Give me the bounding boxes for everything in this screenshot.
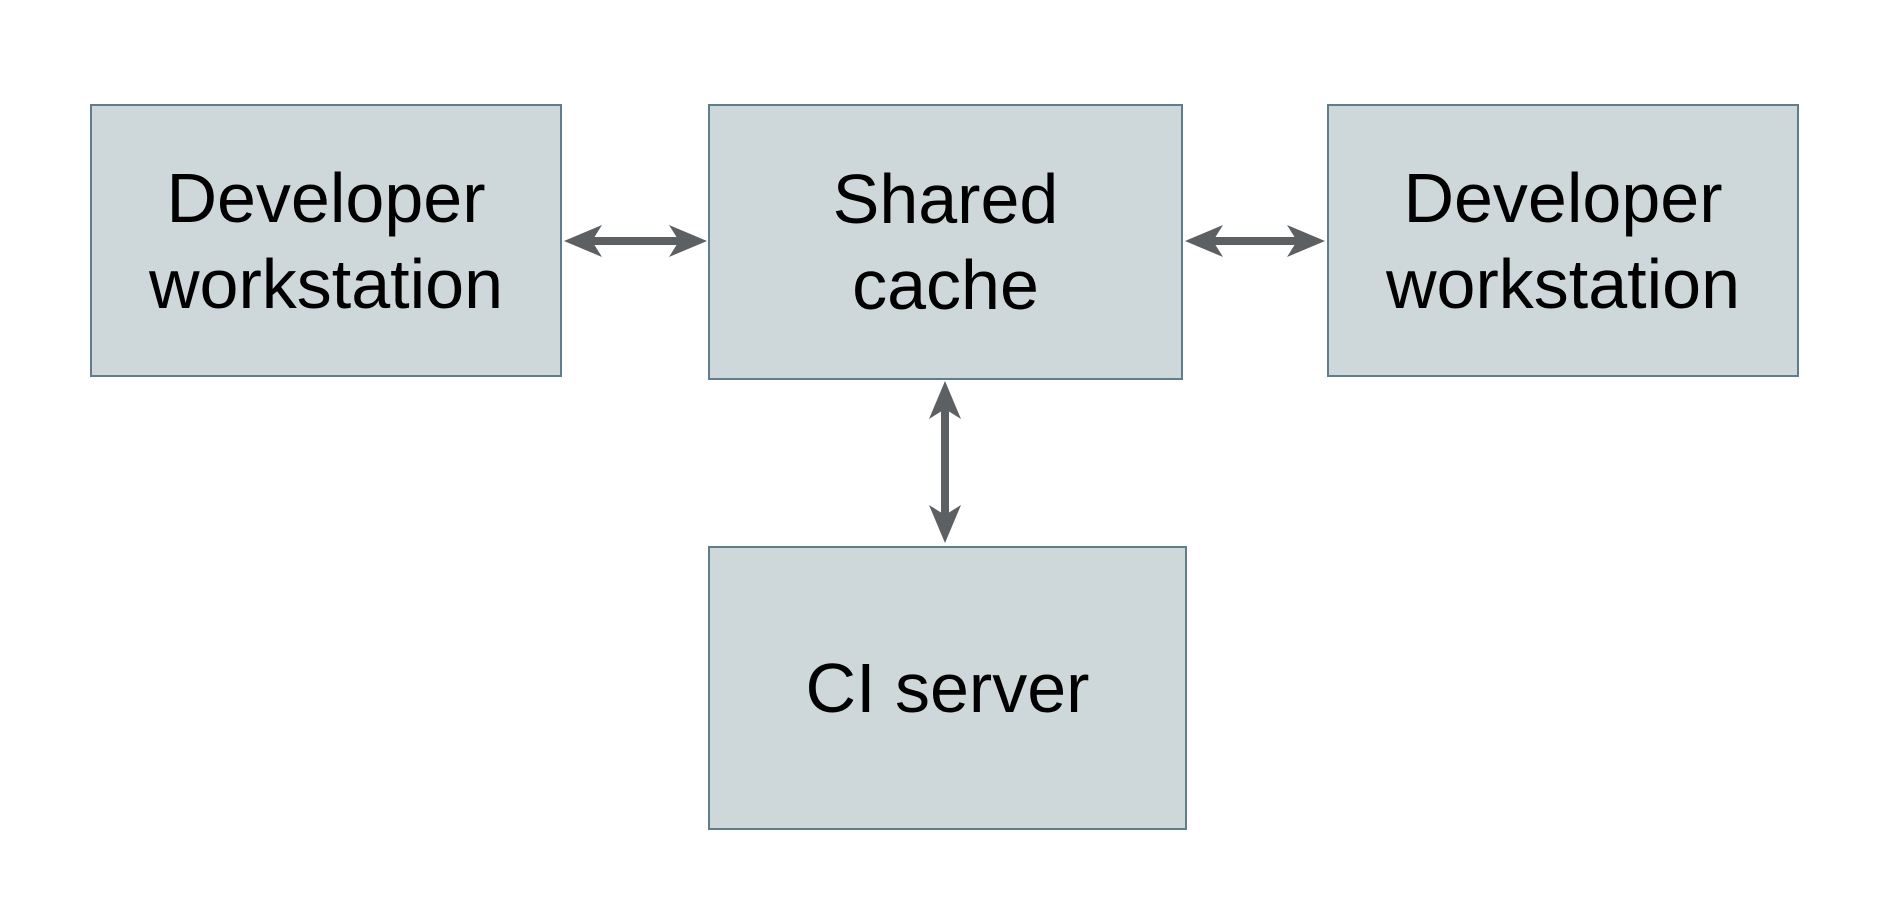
node-developer-workstation-left: Developer workstation	[90, 104, 562, 377]
node-label-shared-cache: Shared cache	[832, 160, 1059, 324]
node-developer-workstation-right: Developer workstation	[1327, 104, 1799, 377]
arrow-devleft-cache	[564, 225, 707, 257]
arrow-cache-ciserver	[929, 381, 961, 543]
node-label-developer-workstation-left: Developer workstation	[148, 158, 504, 323]
node-shared-cache: Shared cache	[708, 104, 1183, 380]
node-label-developer-workstation-right: Developer workstation	[1385, 158, 1741, 323]
node-ci-server: CI server	[708, 546, 1187, 830]
node-label-ci-server: CI server	[805, 649, 1090, 727]
arrow-cache-devright	[1185, 225, 1325, 257]
